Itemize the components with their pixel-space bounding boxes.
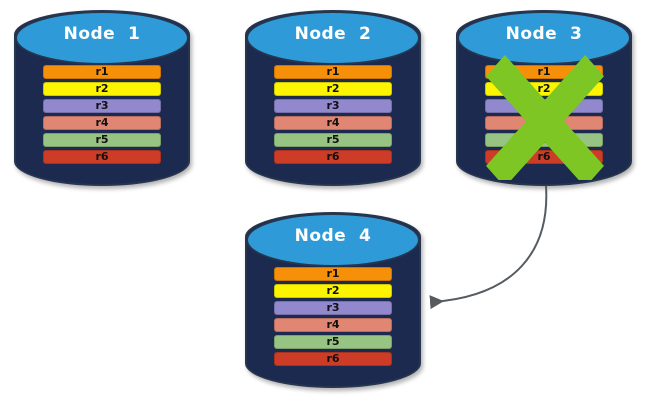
data-row-r2[interactable]: r2 [43,82,161,96]
database-node-3[interactable]: Node 3 r1 r2 r3 r4 r5 r6 [456,10,632,186]
data-row-r5[interactable]: r5 [274,133,392,147]
replication-arrow [429,185,548,310]
data-row-r4[interactable]: r4 [274,318,392,332]
node-label: Node 4 [294,226,372,246]
data-row-r2[interactable]: r2 [274,284,392,298]
data-row-r4[interactable]: r4 [485,116,603,130]
node-label: Node 1 [63,24,141,44]
data-row-r4[interactable]: r4 [274,116,392,130]
data-row-r3[interactable]: r3 [43,99,161,113]
data-row-r1[interactable]: r1 [274,65,392,79]
data-row-r2[interactable]: r2 [485,82,603,96]
data-row-r4[interactable]: r4 [43,116,161,130]
row-stack: r1 r2 r3 r4 r5 r6 [245,267,421,366]
database-node-4[interactable]: Node 4 r1 r2 r3 r4 r5 r6 [245,212,421,388]
data-row-r6[interactable]: r6 [274,150,392,164]
data-row-r6[interactable]: r6 [485,150,603,164]
data-row-r2[interactable]: r2 [274,82,392,96]
data-row-r1[interactable]: r1 [274,267,392,281]
node-label: Node 2 [294,24,372,44]
row-stack: r1 r2 r3 r4 r5 r6 [14,65,190,164]
database-node-1[interactable]: Node 1 r1 r2 r3 r4 r5 r6 [14,10,190,186]
data-row-r1[interactable]: r1 [43,65,161,79]
database-node-2[interactable]: Node 2 r1 r2 r3 r4 r5 r6 [245,10,421,186]
data-row-r3[interactable]: r3 [274,99,392,113]
data-row-r6[interactable]: r6 [43,150,161,164]
cylinder-top-ellipse [246,11,420,65]
data-row-r3[interactable]: r3 [274,301,392,315]
data-row-r6[interactable]: r6 [274,352,392,366]
data-row-r5[interactable]: r5 [43,133,161,147]
data-row-r3[interactable]: r3 [485,99,603,113]
cylinder-top-ellipse [246,213,420,267]
data-row-r5[interactable]: r5 [274,335,392,349]
row-stack: r1 r2 r3 r4 r5 r6 [245,65,421,164]
data-row-r5[interactable]: r5 [485,133,603,147]
node-label: Node 3 [505,24,583,44]
row-stack: r1 r2 r3 r4 r5 r6 [456,65,632,164]
cylinder-top-ellipse [15,11,189,65]
data-row-r1[interactable]: r1 [485,65,603,79]
